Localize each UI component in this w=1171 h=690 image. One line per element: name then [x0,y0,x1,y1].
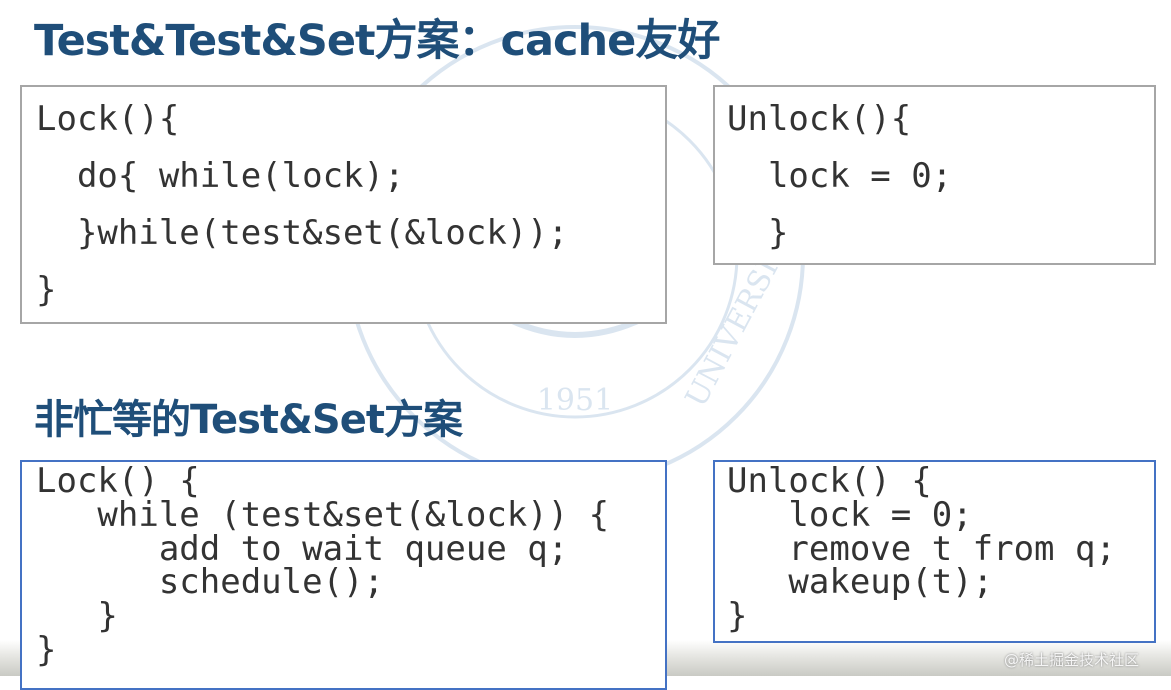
code-line: } [36,270,57,310]
code-line: add to wait queue q; [36,529,569,569]
code-line: Lock() { [36,461,200,501]
code-line: } [727,596,748,636]
section-title: 非忙等的Test&Set方案 [34,397,463,443]
seal-year: 1951 [537,383,613,418]
code-line: while (test&set(&lock)) { [36,495,610,535]
code-line: } [36,630,57,670]
code-line: lock = 0; [727,495,973,535]
code-line: remove t from q; [727,529,1116,569]
code-line: do{ while(lock); [36,156,405,196]
code-line: }while(test&set(&lock)); [36,213,569,253]
code-line: Unlock(){ [727,99,912,139]
site-watermark-text: @稀土掘金技术社区 [1004,651,1140,669]
code-line: } [727,213,789,253]
code-line: wakeup(t); [727,562,994,602]
code-line: Unlock() { [727,461,932,501]
code-line: } [36,596,118,636]
unlock-code-box: Unlock(){ lock = 0; } [713,85,1156,265]
slide-title: Test&Test&Set方案：cache友好 [34,16,720,66]
code-line: schedule(); [36,562,384,602]
lock-code-box: Lock() { while (test&set(&lock)) { add t… [20,460,667,690]
code-line: Lock(){ [36,99,180,139]
unlock-code-box: Unlock() { lock = 0; remove t from q; wa… [713,460,1156,643]
code-line: lock = 0; [727,156,953,196]
lock-code-box: Lock(){ do{ while(lock); }while(test&set… [20,85,667,324]
